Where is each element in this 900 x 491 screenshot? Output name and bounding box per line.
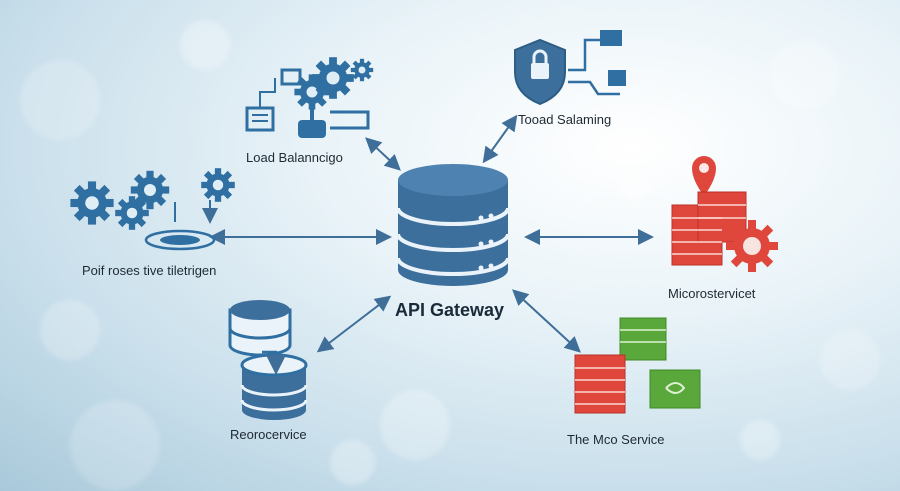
bokeh-light	[770, 40, 840, 110]
stacked-servers-icon	[574, 317, 701, 414]
arrow-token-service	[482, 114, 518, 164]
bokeh-light	[740, 420, 780, 460]
bokeh-light	[70, 400, 160, 490]
bokeh-light	[20, 60, 100, 140]
api-gateway-label: API Gateway	[395, 300, 505, 320]
bokeh-light	[40, 300, 100, 360]
microservice-label: Micorostervicet	[668, 286, 756, 301]
mco-service-label: The Mco Service	[567, 432, 665, 447]
token-service-label: Toоad Salaming	[518, 112, 612, 127]
arrow-load-balancer	[365, 137, 401, 171]
bokeh-light	[180, 20, 230, 70]
bokeh-light	[330, 440, 375, 485]
database-sync-icon	[228, 300, 308, 420]
left-service-label: Poif roses tive tiletrigen	[82, 263, 217, 278]
server-location-gear-icon	[671, 156, 778, 272]
load-balancer-label: Load Balanncigo	[246, 150, 343, 165]
database-icon	[396, 164, 510, 286]
resource-service-label: Reorocervice	[230, 427, 307, 442]
bokeh-light	[820, 330, 880, 390]
gears-icon	[70, 168, 235, 251]
bokeh-light	[620, 170, 650, 200]
shield-lock-icon	[514, 30, 626, 106]
bokeh-light	[380, 390, 450, 460]
arrow-resource-service	[316, 295, 392, 353]
arrow-mco-service	[512, 289, 581, 353]
connector-arrows	[209, 114, 654, 353]
gears-servers-icon	[245, 57, 374, 138]
